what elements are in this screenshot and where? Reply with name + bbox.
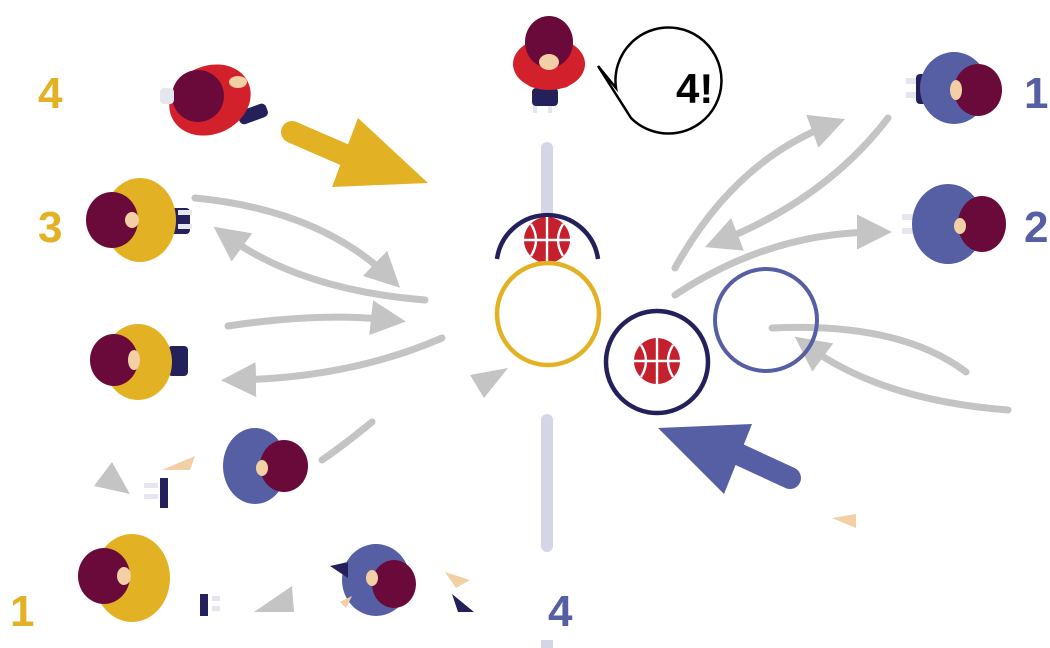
yellow-label-4: 4 — [38, 69, 63, 118]
blue-label-4: 4 — [548, 587, 573, 636]
pass-arrows — [191, 114, 1012, 464]
blue-label-1: 1 — [1024, 69, 1049, 118]
arrow-heads — [94, 368, 508, 612]
basketball-icon — [522, 215, 572, 265]
player-blue-1 — [906, 52, 1002, 124]
blue-ring — [713, 267, 819, 373]
yellow-ring — [494, 260, 602, 368]
player-blue-lower-left — [144, 428, 308, 508]
player-red-top — [513, 16, 585, 113]
basketball-icon — [632, 336, 682, 386]
yellow-label-3: 3 — [38, 203, 63, 252]
player-red-left — [160, 64, 268, 136]
pass-arrow — [704, 114, 892, 251]
pass-arrow — [768, 323, 970, 376]
player-blue-bottom — [330, 544, 474, 616]
pass-arrow — [213, 226, 429, 304]
speech-bubble-text: 4! — [676, 65, 714, 112]
arrow-head — [254, 586, 294, 612]
top-hoop — [494, 212, 601, 265]
player-yellow-1 — [78, 534, 220, 622]
arrow-head — [470, 368, 508, 398]
player-yellow-3 — [86, 178, 192, 262]
pass-arrow — [191, 194, 401, 288]
pass-arrow — [671, 114, 846, 272]
blue-label-2: 2 — [1024, 203, 1049, 252]
pass-arrow — [671, 214, 892, 299]
speech-bubble-icon — [596, 26, 723, 135]
arrow-head — [94, 462, 130, 494]
yellow-label-1: 1 — [10, 587, 35, 636]
pass-arrow — [318, 418, 376, 464]
yellow-move-arrow — [281, 118, 428, 187]
player-blue-2 — [902, 184, 1006, 264]
hand-shape — [832, 514, 856, 528]
pass-arrow — [221, 334, 446, 398]
navy-ring — [603, 308, 711, 416]
pass-arrow — [794, 336, 1012, 414]
blue-move-arrow — [658, 424, 801, 494]
player-yellow-mid — [90, 324, 188, 400]
pass-arrow — [224, 300, 406, 336]
